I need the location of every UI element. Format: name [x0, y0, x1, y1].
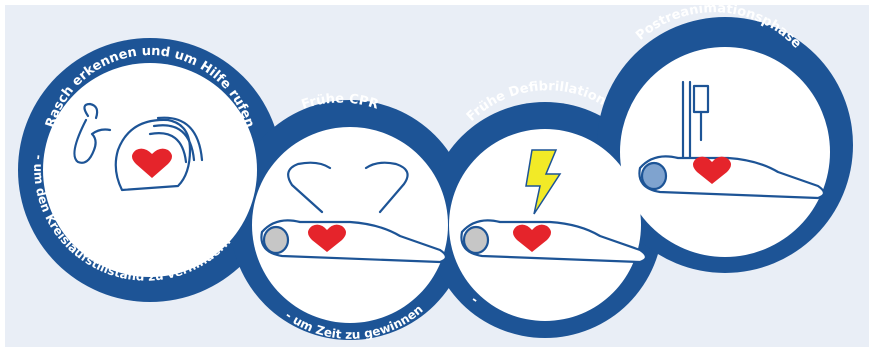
chain-of-survival: Rasch erkennen und um Hilfe rufen - um d…: [0, 0, 874, 352]
chain-of-survival-graphic: Rasch erkennen und um Hilfe rufen - um d…: [0, 0, 874, 352]
